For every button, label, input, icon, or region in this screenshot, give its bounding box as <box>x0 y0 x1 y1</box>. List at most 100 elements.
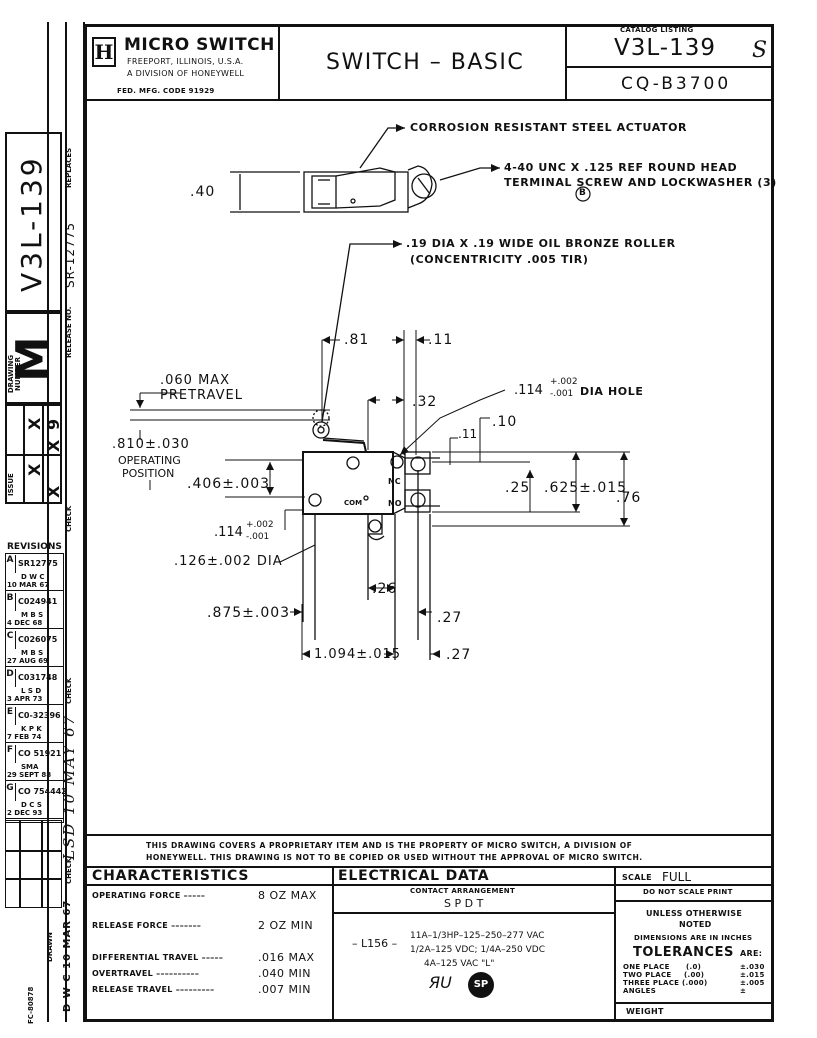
revision-code: C0-32396 <box>18 711 61 720</box>
char-value-0: 8 OZ MAX <box>258 889 317 902</box>
char-label-1: RELEASE FORCE ––––––– <box>92 921 202 930</box>
char-value-1: 2 OZ MIN <box>258 919 314 932</box>
ul-mark: ЯU <box>429 973 452 992</box>
rating-1: 1/2A–125 VDC; 1/4A–250 VDC <box>410 945 545 955</box>
pretravel-1: .060 MAX <box>160 373 231 388</box>
revision-code: C024941 <box>18 597 58 606</box>
actuator-top-view <box>230 165 437 213</box>
weight-label: WEIGHT <box>626 1007 664 1016</box>
revision-letter: F <box>5 745 16 763</box>
dim-27b: .27 <box>446 647 472 663</box>
tol-fmt-2: (.000) <box>682 979 708 987</box>
revisions-table <box>5 553 64 823</box>
revision-code: C031748 <box>18 673 58 682</box>
rating-2: 4A–125 VAC "L" <box>424 959 495 969</box>
revision-letter: D <box>5 669 16 687</box>
dim-1094: 1.094±.015 <box>314 647 402 662</box>
catalog-label: CATALOG LISTING <box>620 26 694 34</box>
revision-date: 10 MAR 67 <box>7 581 50 589</box>
unless-1: UNLESS OTHERWISE <box>646 909 743 918</box>
char-value-4: .007 MIN <box>258 983 311 996</box>
tol-label-2: THREE PLACE <box>623 979 680 987</box>
cq-number: CQ-B3700 <box>621 74 732 94</box>
terminal-note-1: 4-40 UNC X .125 REF ROUND HEAD <box>504 161 738 174</box>
company-division: A DIVISION OF HONEYWELL <box>127 69 245 78</box>
terminal-note-2: TERMINAL SCREW AND LOCKWASHER (3) <box>504 176 777 189</box>
dim-hole-suffix: DIA HOLE <box>580 385 644 398</box>
revision-code: CO 51921 <box>18 749 62 758</box>
honeywell-logo: H <box>92 37 116 67</box>
revision-letter: G <box>5 783 16 801</box>
revision-code: SR12775 <box>18 559 58 568</box>
tol-val-0: ±.030 <box>740 963 765 971</box>
char-label-2: DIFFERENTIAL TRAVEL ––––– <box>92 953 224 962</box>
revision-by: SMA <box>21 763 39 771</box>
dim-76: .76 <box>616 490 642 506</box>
fed-code: FED. MFG. CODE 91929 <box>117 87 215 95</box>
dim-hole-minus: -.001 <box>550 389 574 399</box>
csa-mark-text: SP <box>473 979 489 990</box>
revision-letter: E <box>5 707 16 725</box>
dim-126: .126±.002 DIA <box>174 554 283 569</box>
contact-value: S P D T <box>444 897 484 910</box>
sidebar-empty-boxes <box>5 820 62 908</box>
op-pos-2: OPERATING <box>118 454 181 467</box>
op-pos-3: POSITION <box>122 467 175 480</box>
catalog-rev-mark: S <box>752 38 768 63</box>
dim-114b-plus: +.002 <box>246 520 274 530</box>
terminal-circle-label: B <box>579 188 586 198</box>
char-label-4: RELEASE TRAVEL ––––––––– <box>92 985 215 994</box>
dim-114b: .114 <box>214 525 243 540</box>
logo-letter: H <box>94 40 114 64</box>
revision-by: K P K <box>21 725 42 733</box>
com-label: COM <box>344 499 363 507</box>
dim-hole-plus: +.002 <box>550 377 578 387</box>
revision-date: 4 DEC 68 <box>7 619 43 627</box>
pretravel-2: PRETRAVEL <box>160 388 243 403</box>
roller-note-2: (CONCENTRICITY .005 TIR) <box>410 253 589 266</box>
contact-label: CONTACT ARRANGEMENT <box>410 887 516 895</box>
nc-label: NC <box>388 477 401 486</box>
revision-by: L S D <box>21 687 42 695</box>
main-frame <box>84 24 774 1022</box>
revision-code: CO 754442 <box>18 787 67 796</box>
tol-suffix: ARE: <box>740 949 763 958</box>
revision-by: D W C <box>21 573 45 581</box>
char-value-2: .016 MAX <box>258 951 315 964</box>
char-label-3: OVERTRAVEL –––––––––– <box>92 969 200 978</box>
tol-label-3: ANGLES <box>623 987 657 995</box>
tol-label-1: TWO PLACE <box>623 971 672 979</box>
revision-by: M B S <box>21 649 44 657</box>
switch-side-view <box>302 409 440 660</box>
rating-code: – L156 – <box>352 937 398 950</box>
dim-27a: .27 <box>437 610 463 626</box>
no-label: NO <box>388 499 402 508</box>
revisions-title: REVISIONS <box>7 542 62 552</box>
dim-25: .25 <box>505 480 531 496</box>
notice-line-2: HONEYWELL. THIS DRAWING IS NOT TO BE COP… <box>146 853 643 862</box>
revision-date: 29 SEPT 88 <box>7 771 52 779</box>
tol-val-3: ± <box>740 987 747 995</box>
revision-code: C026075 <box>18 635 58 644</box>
tol-fmt-1: (.00) <box>684 971 705 979</box>
sidebar-letter-box <box>5 312 62 404</box>
no-scale-note: DO NOT SCALE PRINT <box>643 888 733 896</box>
dim-40: .40 <box>190 184 216 200</box>
dim-11b: .11 <box>458 427 478 441</box>
sidebar-drawing-id-box <box>5 132 62 312</box>
dim-26: .26 <box>372 581 398 597</box>
company-name: MICRO SWITCH <box>124 35 275 55</box>
dim-81: .81 <box>344 332 370 348</box>
dim-11a: .11 <box>428 332 454 348</box>
revision-date: 3 APR 73 <box>7 695 43 703</box>
tol-title: TOLERANCES <box>633 945 734 960</box>
tol-val-2: ±.005 <box>740 979 765 987</box>
rating-0: 11A–1/3HP–125–250–277 VAC <box>410 931 545 941</box>
